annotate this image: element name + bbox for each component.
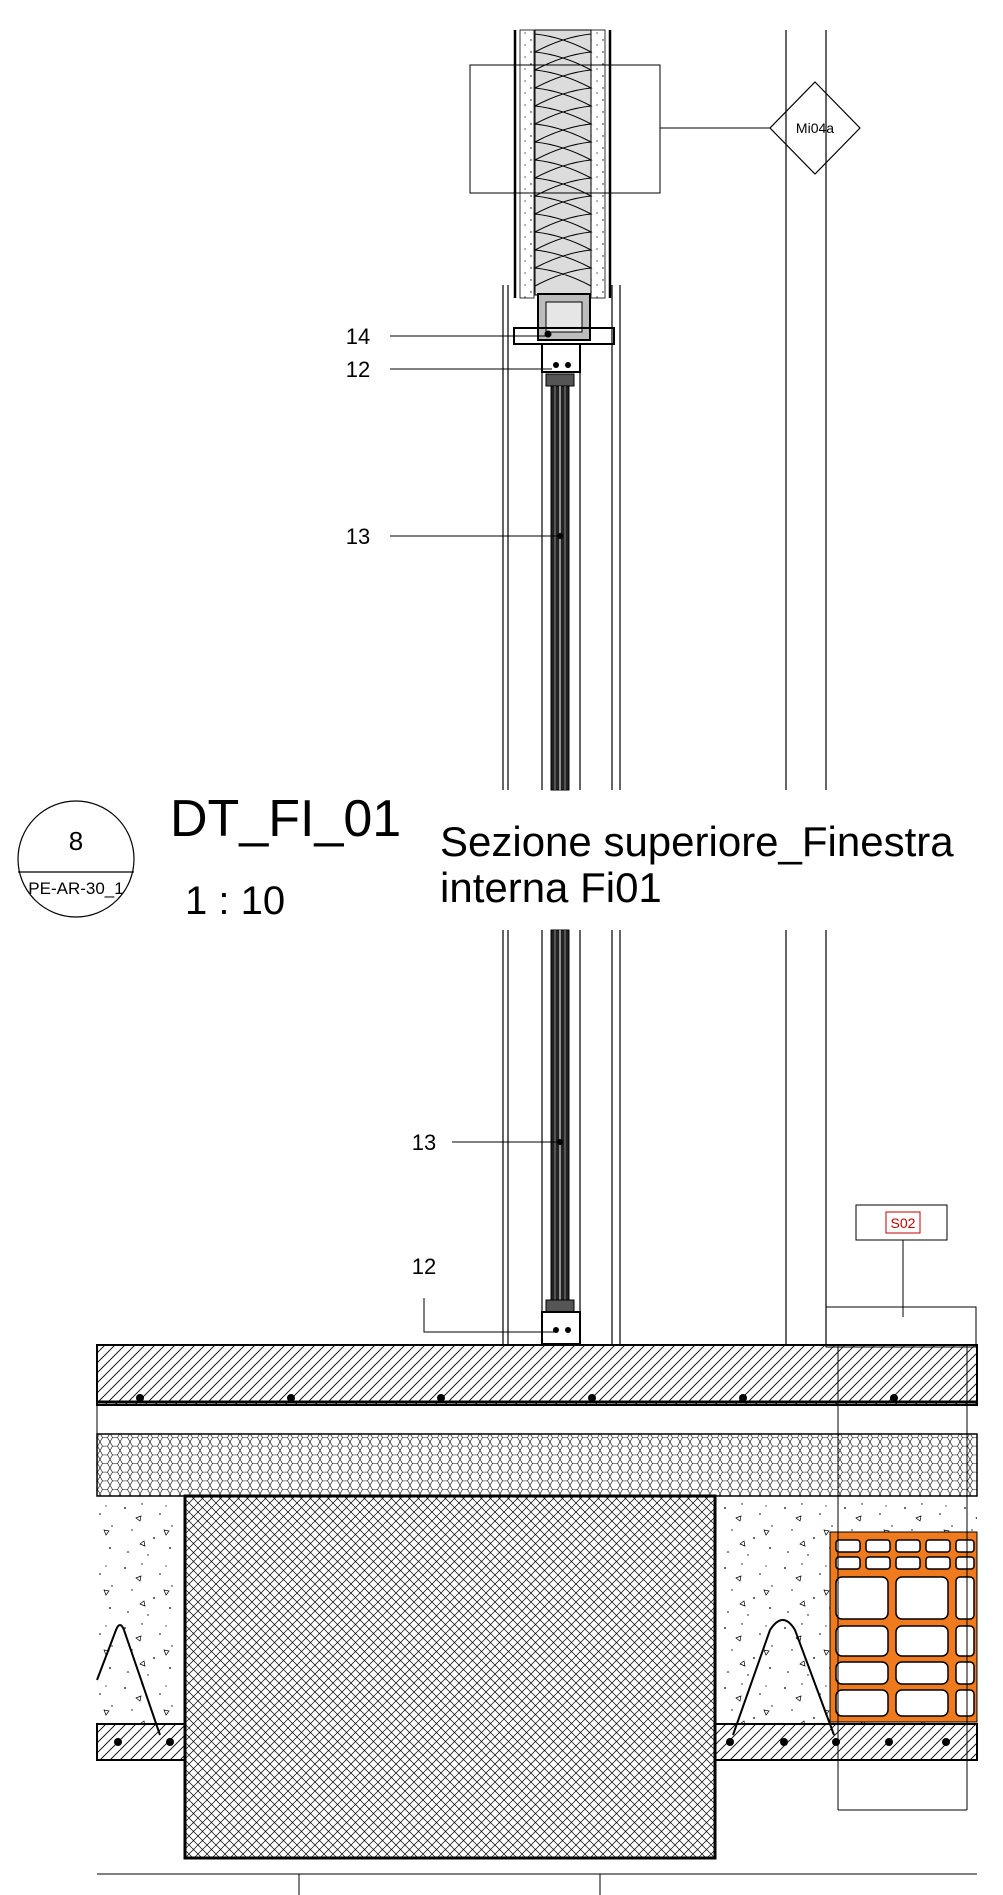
view-marker[interactable]: 8 PE-AR-30_1 [17, 800, 135, 918]
callout-13-lower[interactable]: 13 [412, 1130, 563, 1155]
callout-12-upper[interactable]: 12 [346, 357, 552, 382]
view-marker-sheet: PE-AR-30_1 [28, 879, 123, 898]
slab-tag-s02[interactable]: S02 [825, 1204, 977, 1348]
callout-13-upper-label: 13 [346, 524, 370, 549]
callout-12-lower-label: 12 [412, 1254, 436, 1279]
callout-13-lower-label: 13 [412, 1130, 436, 1155]
floor-insulation [96, 1405, 978, 1497]
glazing-upper [550, 385, 570, 791]
drawing-title-line2: interna Fi01 [440, 864, 662, 911]
glazing-lower [550, 929, 570, 1301]
wall-tag-label: Mi04a [796, 120, 834, 136]
wall-tag-mi04a[interactable]: Mi04a [469, 64, 861, 194]
callout-14[interactable]: 14 [346, 324, 548, 349]
callout-13-upper[interactable]: 13 [346, 524, 563, 549]
window-sill-profile [541, 1299, 581, 1345]
brick-block [829, 1345, 978, 1811]
floor-screed [96, 1344, 978, 1406]
drawing-scale: 1 : 10 [185, 879, 285, 923]
window-head-profile [541, 343, 581, 387]
lower-frame-lines [502, 930, 827, 1345]
bottom-lines [97, 1873, 977, 1895]
callout-12-upper-label: 12 [346, 357, 370, 382]
upper-wall [513, 29, 615, 345]
drawing-title-line1: Sezione superiore_Finestra [440, 818, 954, 865]
callout-14-label: 14 [346, 324, 370, 349]
view-marker-number: 8 [69, 826, 83, 856]
drawing-code: DT_FI_01 [170, 790, 401, 848]
callout-12-lower[interactable]: 12 [412, 1254, 556, 1333]
slab-tag-label: S02 [891, 1215, 916, 1231]
beam [183, 1494, 717, 1860]
